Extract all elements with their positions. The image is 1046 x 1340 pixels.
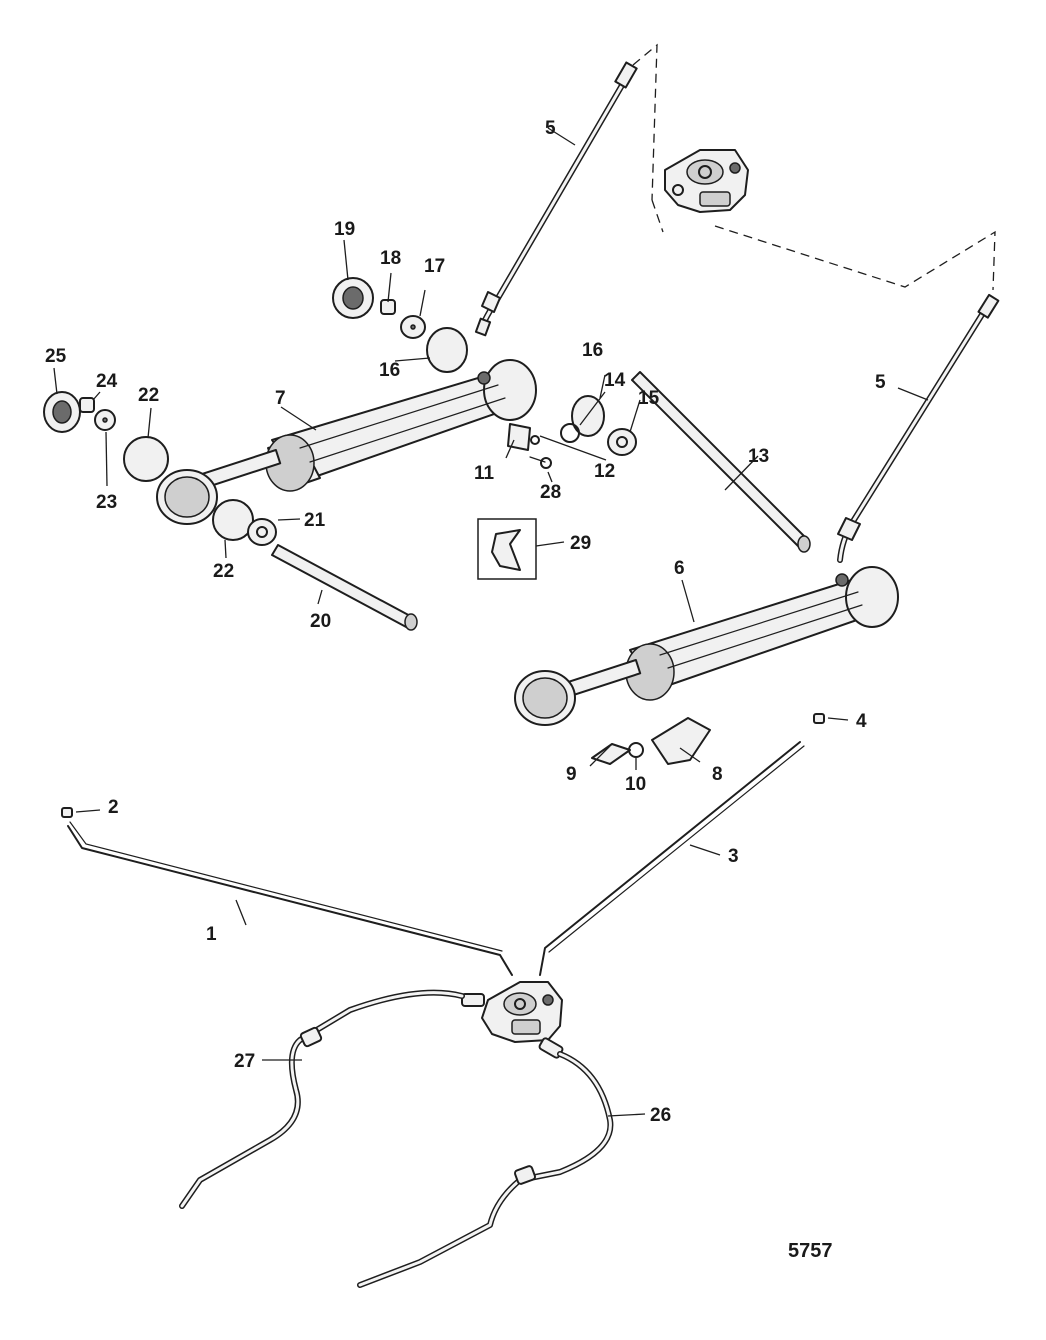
callout-18: 18 [380,248,401,269]
callout-8: 8 [712,764,723,785]
inset-29 [477,518,537,580]
callout-10: 10 [625,774,646,795]
callout-7: 7 [275,388,286,409]
tube-1 [67,821,513,976]
small-parts [43,277,825,818]
callout-28: 28 [540,482,561,503]
callout-9: 9 [566,764,577,785]
cylinder-upper [198,359,537,492]
callout-27: 27 [234,1051,255,1072]
callout-1: 1 [206,924,217,945]
leader-lines [53,127,929,1117]
dashed-reference-lines [632,43,996,291]
callout-25: 25 [45,346,67,367]
callout-14: 14 [604,370,626,391]
callout-5-upper: 5 [545,118,556,139]
callout-22-upper: 22 [138,385,159,406]
callouts: 1 2 3 4 5 5 6 7 8 9 10 11 12 13 14 15 16… [45,118,886,1262]
tube-3 [539,741,805,976]
callout-2: 2 [108,797,119,818]
callout-16-right: 16 [582,340,603,361]
callout-24: 24 [96,371,118,392]
helm-pump [461,981,564,1059]
figure-number: 5757 [788,1240,833,1262]
callout-23: 23 [96,492,117,513]
hose-26 [357,1051,614,1288]
callout-13: 13 [748,446,769,467]
callout-3: 3 [728,846,739,867]
callout-17: 17 [424,256,445,277]
cylinder-lower [558,566,899,701]
callout-29: 29 [570,533,591,554]
callout-15: 15 [638,388,660,409]
callout-22-lower: 22 [213,561,234,582]
callout-21: 21 [304,510,326,531]
callout-11: 11 [474,463,495,484]
pump-reference-image [664,149,749,213]
hose-upper [474,61,638,337]
rod-end-rings [156,469,576,726]
callout-26: 26 [650,1105,671,1126]
callout-6: 6 [674,558,685,579]
hose-27 [179,989,465,1209]
pin-13 [631,371,811,553]
callout-12: 12 [594,461,615,482]
callout-20: 20 [310,611,331,632]
pin-20 [271,544,418,631]
callout-4: 4 [856,711,867,732]
hose-right [837,293,1000,563]
callout-16-upper: 16 [379,360,400,381]
callout-5-right: 5 [875,372,886,393]
callout-19: 19 [334,219,355,240]
